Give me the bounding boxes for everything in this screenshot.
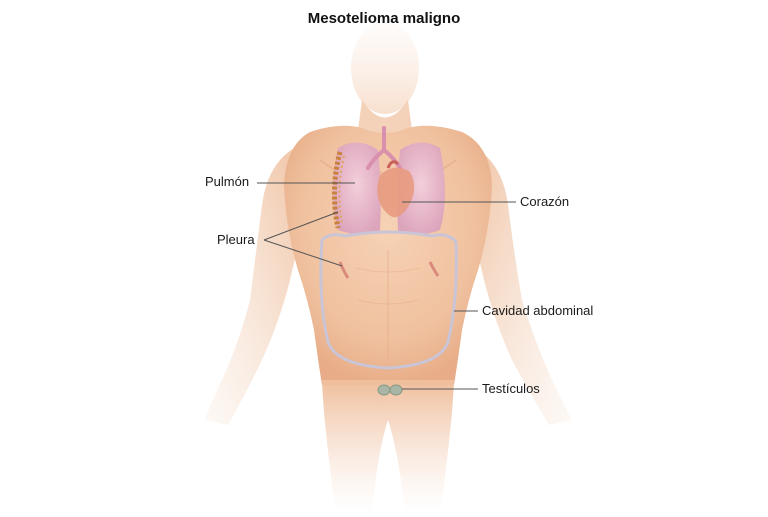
pleura-tumor	[331, 151, 345, 229]
abdominal-cavity-outline	[319, 230, 458, 370]
testicles	[377, 384, 403, 396]
figure-title: Mesotelioma maligno	[307, 10, 461, 27]
label-pulmon: Pulmón	[205, 174, 250, 189]
label-corazon: Corazón	[520, 194, 570, 209]
lungs	[333, 126, 445, 235]
label-pleura: Pleura	[217, 232, 255, 247]
legs	[322, 380, 454, 512]
leader-pleura-lower	[263, 239, 343, 267]
leader-pleura-upper	[263, 211, 339, 241]
left-arm	[205, 145, 312, 425]
heart	[377, 160, 415, 218]
leader-lines	[257, 182, 516, 390]
head	[351, 22, 419, 138]
label-cavidad-abdominal: Cavidad abdominal	[482, 303, 594, 318]
label-testiculos: Testículos	[482, 381, 540, 396]
